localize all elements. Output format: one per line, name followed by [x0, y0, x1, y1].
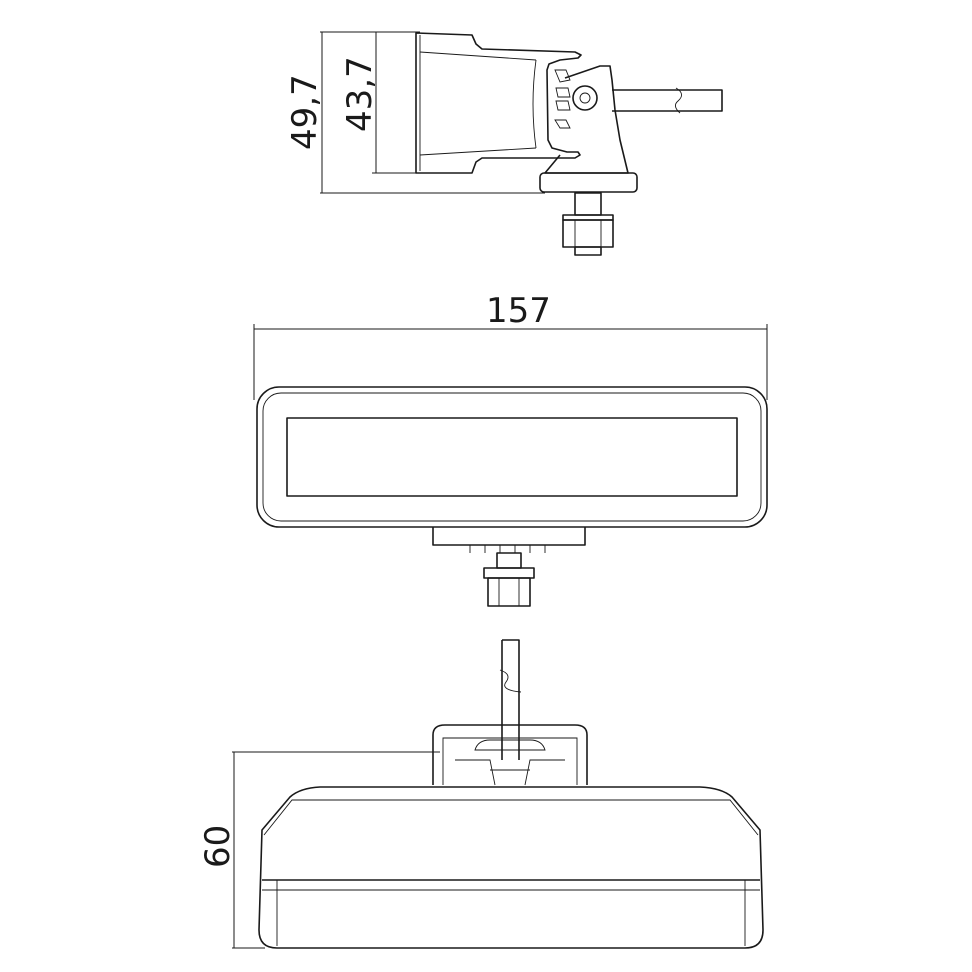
dimension-outer-height: 49,7	[285, 74, 325, 150]
top-view: 60	[198, 639, 764, 949]
dimension-lens-height: 43,7	[340, 56, 380, 132]
side-view: 49,7 43,7	[285, 31, 723, 256]
dimension-total-height: 60	[198, 825, 238, 868]
dimension-width: 157	[486, 291, 551, 331]
front-view: 157	[253, 291, 768, 607]
